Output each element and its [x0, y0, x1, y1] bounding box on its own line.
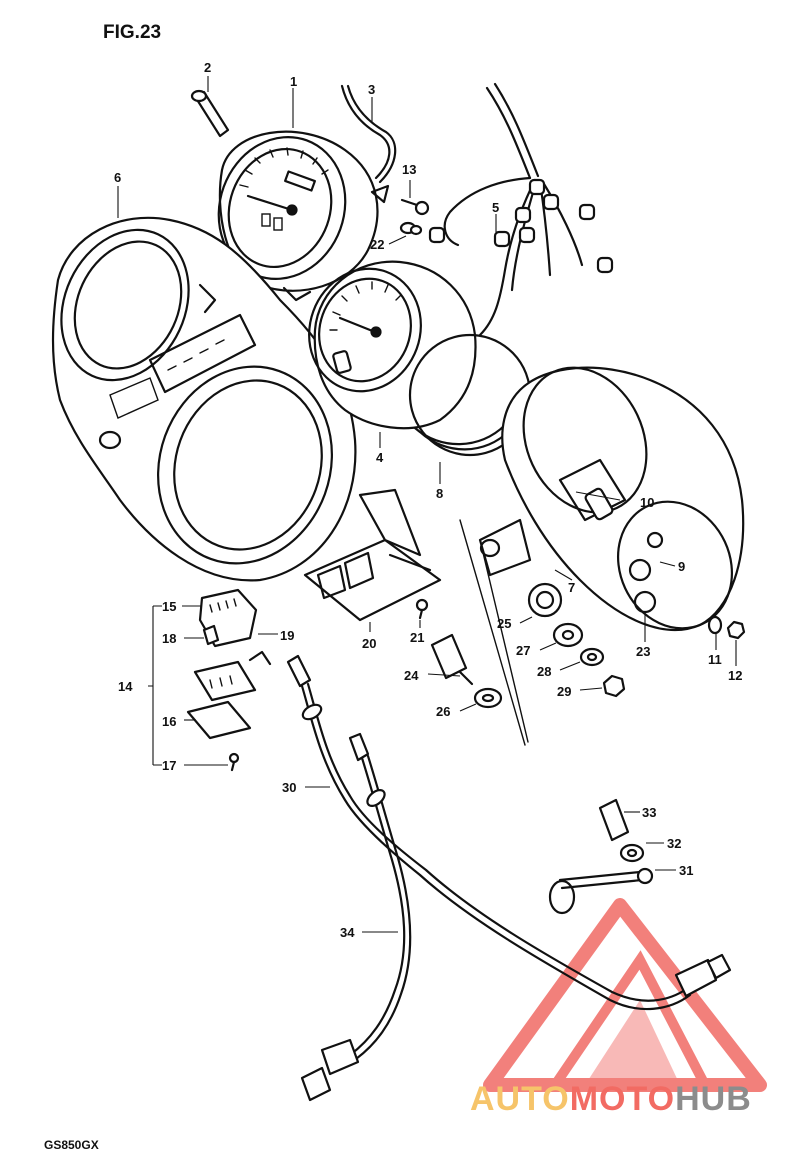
callout-24: 24 [404, 668, 419, 683]
watermark: AUTOMOTOHUB [470, 898, 767, 1118]
callout-17: 17 [162, 758, 176, 773]
part-washer-28 [579, 647, 605, 667]
part-meter-lower-case [478, 366, 745, 632]
callout-20: 20 [362, 636, 376, 651]
part-cushion-25 [527, 582, 563, 618]
part-screw-21 [415, 598, 429, 620]
part-indicator-housing [303, 488, 442, 622]
callout-18: 18 [162, 631, 176, 646]
callout-15: 15 [162, 599, 176, 614]
part-cover-16 [186, 700, 252, 740]
part-speedometer [217, 130, 390, 302]
callout-14: 14 [118, 679, 133, 694]
figure-title: FIG.23 [103, 22, 161, 43]
reference-line [459, 519, 526, 746]
callout-21: 21 [410, 630, 424, 645]
callout-8: 8 [436, 486, 443, 501]
part-washer-27 [552, 622, 584, 648]
part-nut-12 [726, 620, 746, 640]
callout-33: 33 [642, 805, 656, 820]
callout-6: 6 [114, 170, 121, 185]
part-cable-guide-31 [548, 867, 654, 915]
callout-4: 4 [376, 450, 384, 465]
callout-2: 2 [204, 60, 211, 75]
callout-1: 1 [290, 74, 297, 89]
callout-31: 31 [679, 863, 693, 878]
callout-12: 12 [728, 668, 742, 683]
watermark-text: AUTOMOTOHUB [470, 1080, 752, 1118]
callout-25: 26 [436, 704, 450, 719]
part-speedometer-cable-30 [286, 654, 732, 1011]
part-screw-and-grommet [399, 198, 430, 236]
callout-32: 32 [667, 836, 681, 851]
part-lamp-wire [340, 84, 397, 184]
part-washer-26 [473, 687, 503, 709]
callout-labels: 1 2 3 4 5 6 7 8 9 10 11 12 13 14 15 16 1… [114, 60, 742, 940]
part-washer-11 [707, 615, 723, 635]
callout-16: 16 [162, 714, 176, 729]
leader-lines [117, 76, 737, 933]
callout-23: 23 [636, 644, 650, 659]
part-tachometer [308, 260, 512, 451]
bracket-14 [148, 605, 162, 766]
callout-25b: 25 [497, 616, 511, 631]
watermark-hub: HUB [675, 1080, 752, 1118]
callout-13: 13 [402, 162, 416, 177]
callout-5: 5 [492, 200, 499, 215]
callout-28: 28 [537, 664, 551, 679]
callout-3: 3 [368, 82, 375, 97]
part-bulb-18 [202, 624, 220, 646]
callout-29: 29 [557, 684, 571, 699]
callout-19: 19 [280, 628, 294, 643]
part-bulb-socket [190, 89, 230, 138]
callout-30: 30 [282, 780, 296, 795]
callout-10: 10 [640, 495, 654, 510]
part-meter-case-cover [51, 216, 357, 582]
watermark-triangle-logo [483, 898, 767, 1092]
part-tachometer-cable-34 [300, 732, 412, 1102]
watermark-moto: MOTO [570, 1080, 675, 1118]
part-wiring-harness [428, 82, 614, 337]
model-code: GS850GX [44, 1138, 99, 1152]
part-bolt-33 [598, 798, 630, 842]
callout-34: 34 [340, 925, 355, 940]
callout-27: 27 [516, 643, 530, 658]
callout-22: 22 [370, 237, 384, 252]
callout-9: 9 [678, 559, 685, 574]
part-socket-plate-19 [193, 650, 272, 702]
part-bolt-24 [430, 633, 474, 686]
reference-line-2 [479, 539, 529, 743]
part-screw-17 [228, 752, 240, 772]
part-nut-29 [602, 674, 626, 698]
watermark-auto: AUTO [470, 1080, 570, 1118]
part-washer-32 [619, 843, 645, 863]
callout-11: 11 [708, 652, 722, 667]
callout-7: 7 [568, 580, 575, 595]
